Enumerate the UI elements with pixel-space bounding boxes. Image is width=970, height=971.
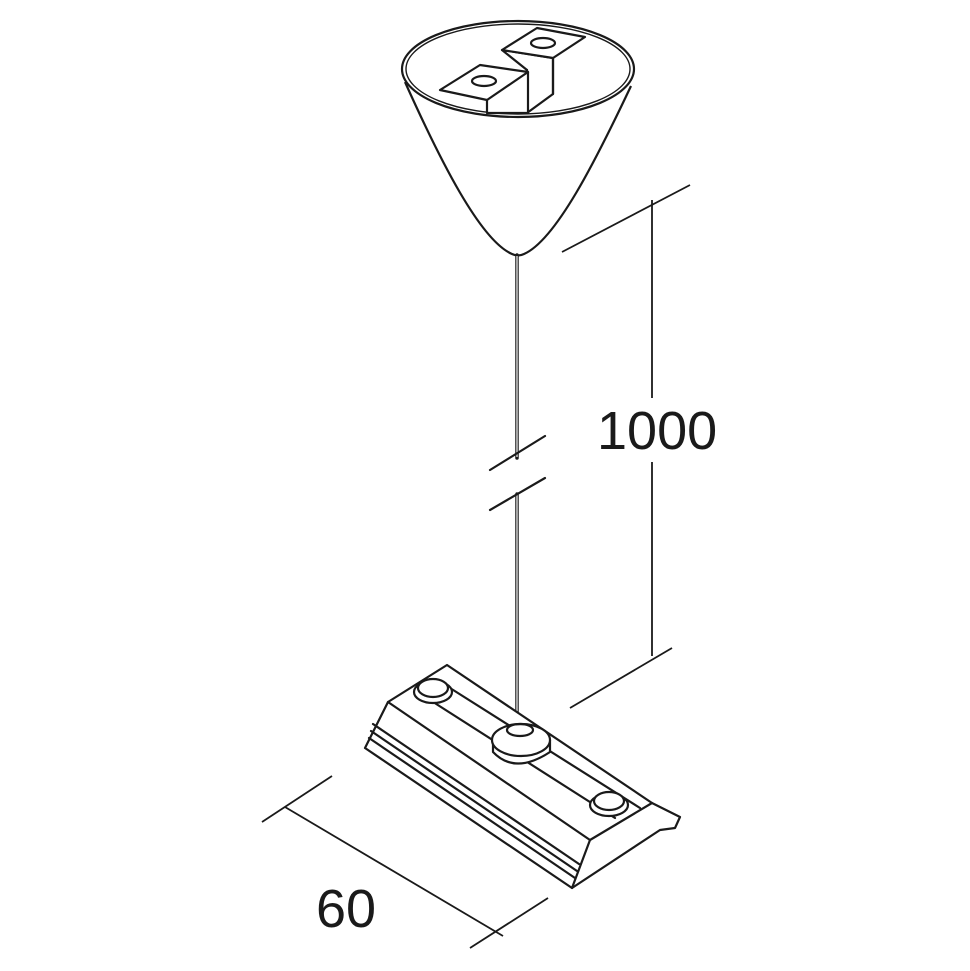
- screw: [588, 790, 630, 818]
- track-adapter: [363, 663, 682, 890]
- wire-gripper: [490, 722, 552, 765]
- dimension-width: [261, 775, 549, 949]
- ceiling-canopy: [400, 19, 636, 257]
- break-mark: [488, 434, 547, 472]
- dimension-length-label: 1000: [597, 401, 718, 461]
- suspension-wire: [488, 253, 547, 722]
- break-mark: [488, 476, 547, 512]
- dimension-length: [561, 184, 691, 709]
- screw: [412, 677, 454, 705]
- mounting-bracket: [438, 26, 587, 115]
- dimension-width-label: 60: [316, 879, 377, 939]
